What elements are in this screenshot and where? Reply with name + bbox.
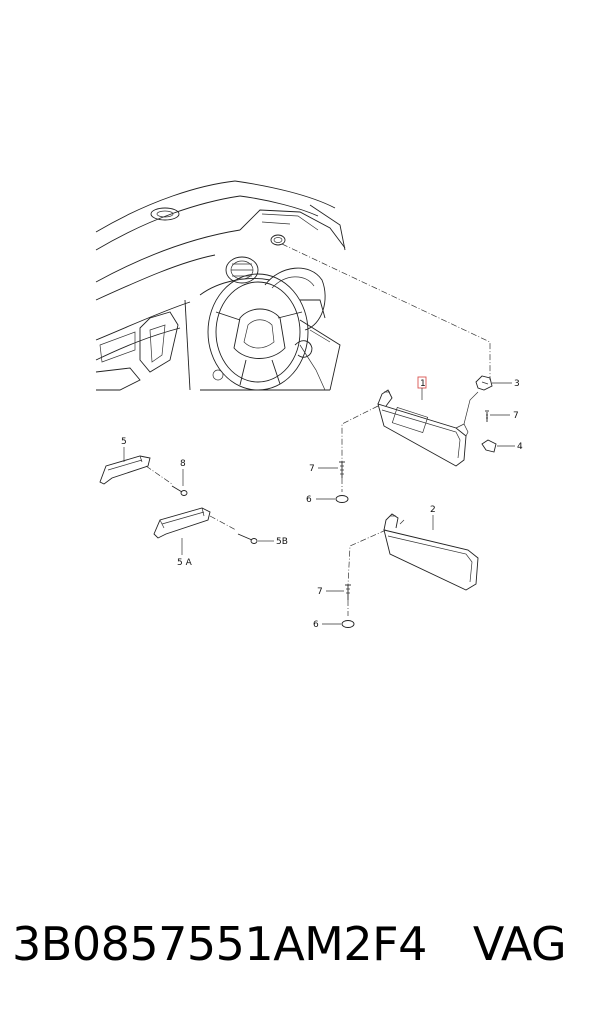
callout-5b: 5B	[276, 537, 288, 547]
callout-5: 5	[121, 437, 127, 447]
part-number: 3B0857551AM2F4	[12, 917, 427, 971]
callout-6-upper: 6	[306, 495, 312, 505]
screw-part-5b	[237, 533, 258, 544]
screw-part-7-left	[339, 461, 345, 478]
sun-visor-part-1	[377, 389, 479, 467]
callout-7-lower: 7	[317, 587, 323, 597]
callout-3: 3	[514, 379, 520, 389]
callout-7-right: 7	[513, 411, 519, 421]
clip-part-3	[475, 375, 493, 391]
footer: 3B0857551AM2F4 VAG	[12, 912, 592, 976]
washer-part-6-lower	[341, 620, 355, 628]
screw-part-7-right	[485, 410, 489, 422]
leader-mirror-to-clip	[281, 243, 491, 380]
brand: VAG	[472, 917, 567, 971]
washer-part-6-upper	[335, 495, 349, 503]
screw-part-7-lower	[345, 584, 351, 600]
callout-2: 2	[430, 505, 436, 515]
sun-visor-part-2	[383, 513, 479, 591]
grab-handle-part-5	[99, 455, 151, 485]
screw-part-8	[171, 485, 188, 496]
callout-1: 1	[420, 379, 426, 389]
callout-5a: 5 A	[177, 558, 193, 568]
cap-part-4	[481, 439, 497, 453]
dashboard-illustration	[95, 180, 346, 391]
grab-handle-part-5a	[153, 507, 211, 539]
callout-7-left: 7	[309, 464, 315, 474]
callout-6-lower: 6	[313, 620, 319, 630]
callout-8: 8	[180, 459, 186, 469]
callout-4: 4	[517, 442, 523, 452]
parts-diagram: 1 3 7 4 7 6 2	[95, 180, 523, 630]
